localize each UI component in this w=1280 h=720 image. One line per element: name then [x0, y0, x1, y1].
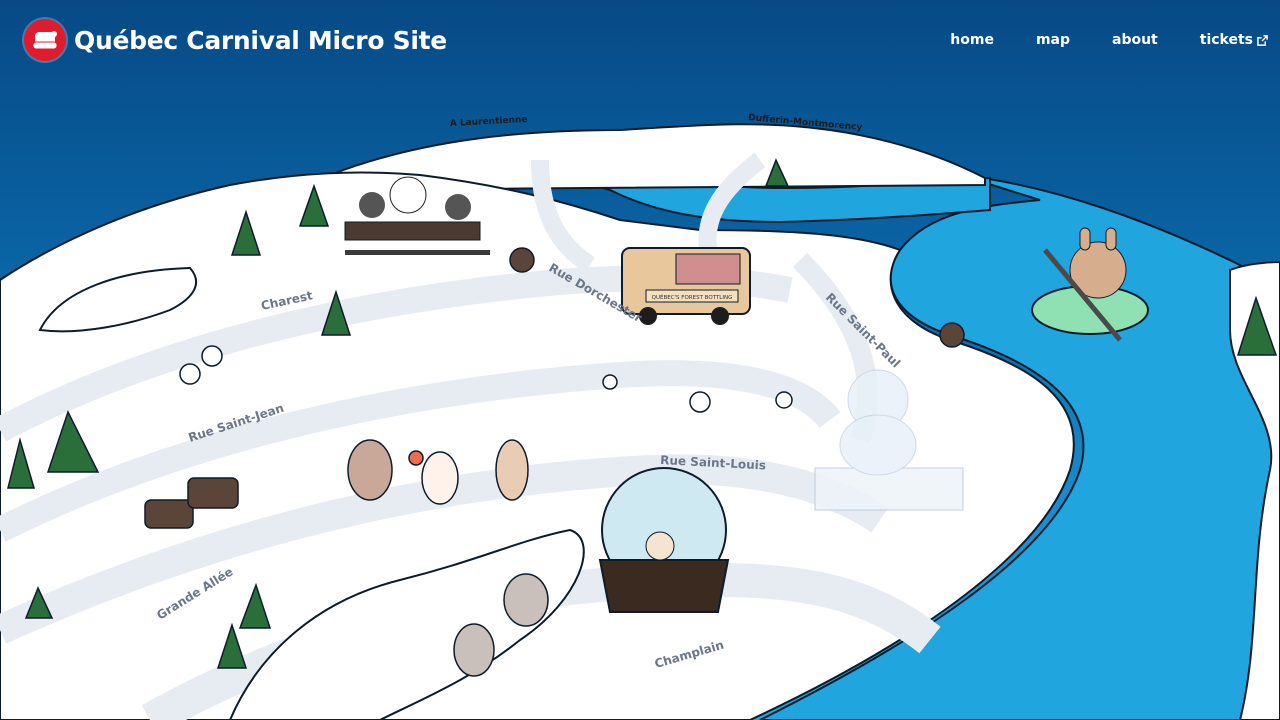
hotspot-snow-globe-stage[interactable] [598, 470, 730, 615]
ice-sculpture-bear-icon [814, 369, 964, 511]
svg-text:QUÉBEC'S FOREST BOTTLING: QUÉBEC'S FOREST BOTTLING [652, 293, 733, 301]
marching-band-icon [347, 439, 529, 505]
nav-tickets-label: tickets [1199, 32, 1253, 48]
food-truck-icon: QUÉBEC'S FOREST BOTTLING [621, 247, 751, 325]
site-title: Québec Carnival Micro Site [74, 25, 447, 55]
nav-map-label: map [1035, 32, 1070, 48]
hotspot-food-truck[interactable] [615, 240, 765, 330]
hotspot-kayak[interactable] [1030, 220, 1150, 350]
nav-home-link[interactable]: home [950, 32, 994, 48]
kayak-bunny-icon [1031, 227, 1149, 342]
main-nav: home map about tickets [908, 32, 1268, 48]
hotspot-dog-sled[interactable] [340, 170, 500, 265]
toque-hat-icon [24, 19, 66, 61]
external-link-icon [1257, 34, 1268, 46]
brand-home-link[interactable]: Québec Carnival Micro Site [24, 19, 447, 61]
nav-about-link[interactable]: about [1112, 32, 1158, 48]
photographer-bear-icon [453, 573, 549, 677]
hotspot-ice-sculpture[interactable] [810, 370, 970, 515]
hotspot-marching-band[interactable] [335, 380, 545, 510]
nav-map-link[interactable]: map [1036, 32, 1070, 48]
svg-text:Rue Saint-Louis: Rue Saint-Louis [660, 453, 766, 473]
nav-home-label: home [950, 32, 994, 48]
hotspot-photographers[interactable] [448, 570, 558, 690]
snow-globe-stage-icon [598, 467, 730, 613]
dog-sled-icon [344, 176, 490, 255]
site-header: Québec Carnival Micro Site home map abou… [0, 0, 1280, 80]
nav-about-label: about [1112, 32, 1158, 48]
svg-text:A Laurentienne: A Laurentienne [450, 115, 528, 129]
pine-tree-icon [7, 158, 1278, 669]
nav-tickets-link[interactable]: tickets [1200, 32, 1268, 48]
